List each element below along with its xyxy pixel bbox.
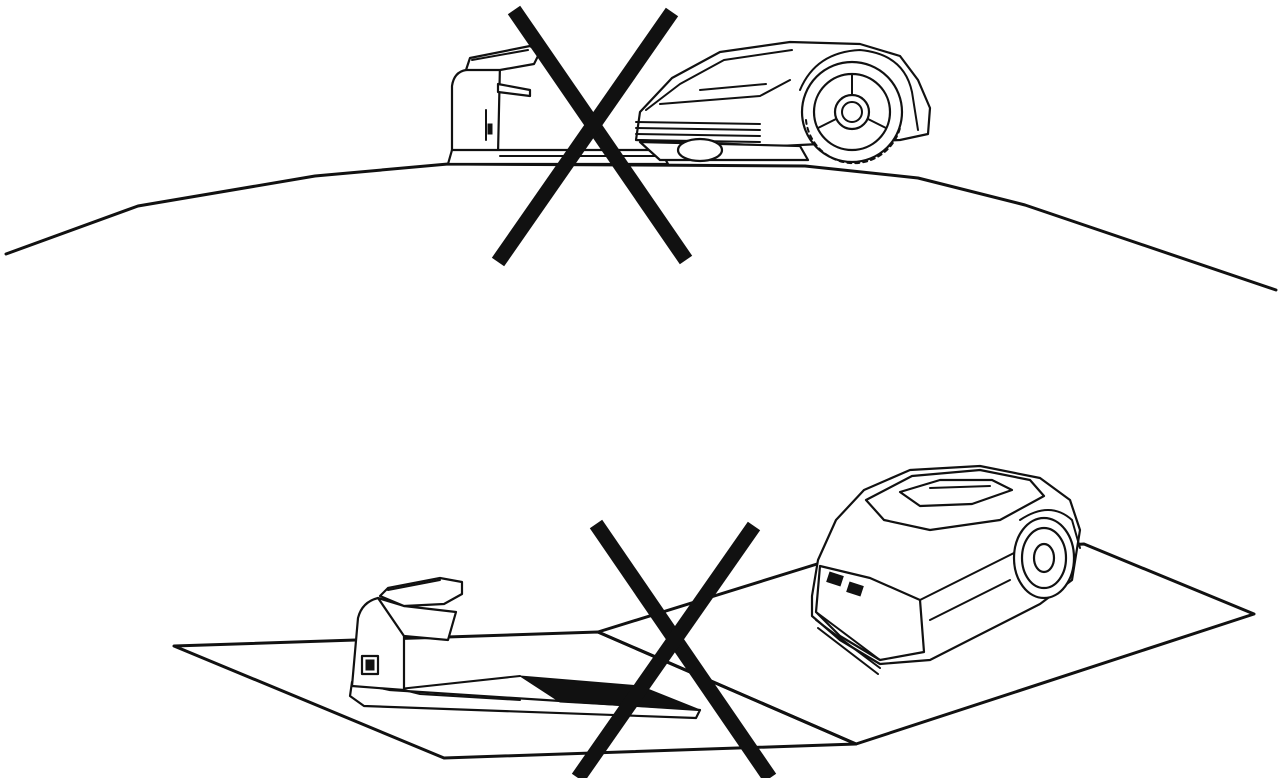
charging-station-icon — [348, 576, 702, 720]
robotic-mower-icon — [810, 464, 1082, 675]
slope-placement-panel — [4, 5, 1278, 292]
ground-plane-left — [172, 630, 858, 760]
cross-mark-icon — [571, 519, 777, 778]
ground-plane-right — [596, 542, 1256, 746]
uneven-ground-panel — [172, 464, 1256, 778]
cross-mark-icon — [491, 5, 693, 267]
robotic-mower-icon — [634, 40, 932, 165]
